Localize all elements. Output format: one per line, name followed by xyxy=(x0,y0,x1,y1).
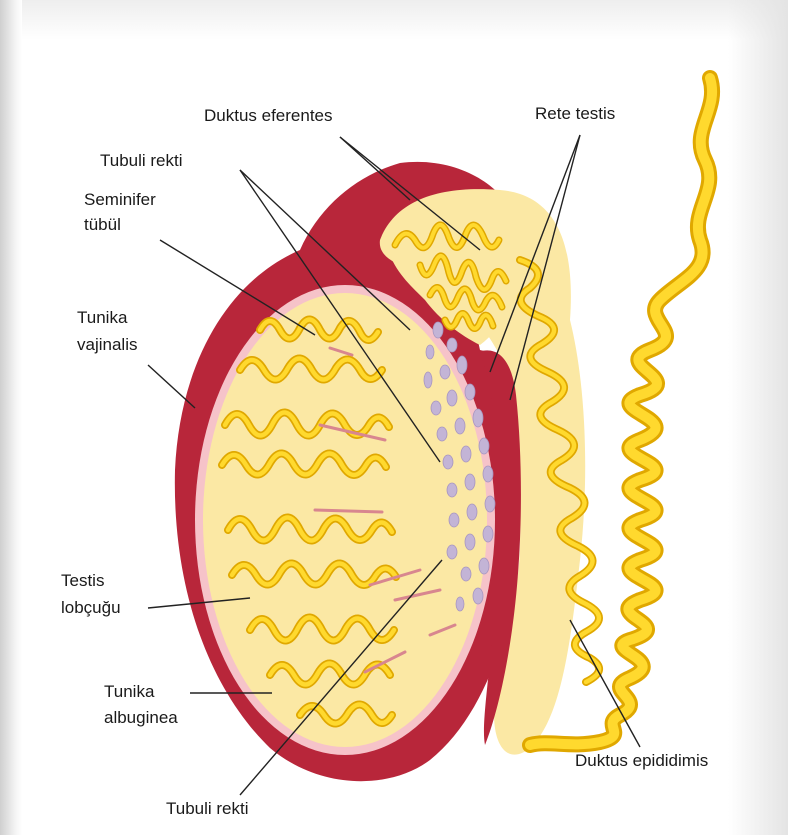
label-testis-lobcugu-line2: lobçuğu xyxy=(61,597,121,619)
label-tunika-vajinalis-line1: Tunika xyxy=(77,307,127,329)
label-seminifer-line1: Seminifer xyxy=(84,189,156,211)
label-tubuli-rekti-top: Tubuli rekti xyxy=(100,150,183,172)
label-tunika-albuginea-line1: Tunika xyxy=(104,681,154,703)
label-testis-lobcugu-line1: Testis xyxy=(61,570,104,592)
label-tunika-vajinalis-line2: vajinalis xyxy=(77,334,137,356)
label-seminifer-line2: tübül xyxy=(84,214,121,236)
label-duktus-eferentes: Duktus eferentes xyxy=(204,105,333,127)
label-tubuli-rekti-bottom: Tubuli rekti xyxy=(166,798,249,820)
label-tunika-albuginea-line2: albuginea xyxy=(104,707,178,729)
label-duktus-epididimis: Duktus epididimis xyxy=(575,750,708,772)
label-rete-testis: Rete testis xyxy=(535,103,615,125)
